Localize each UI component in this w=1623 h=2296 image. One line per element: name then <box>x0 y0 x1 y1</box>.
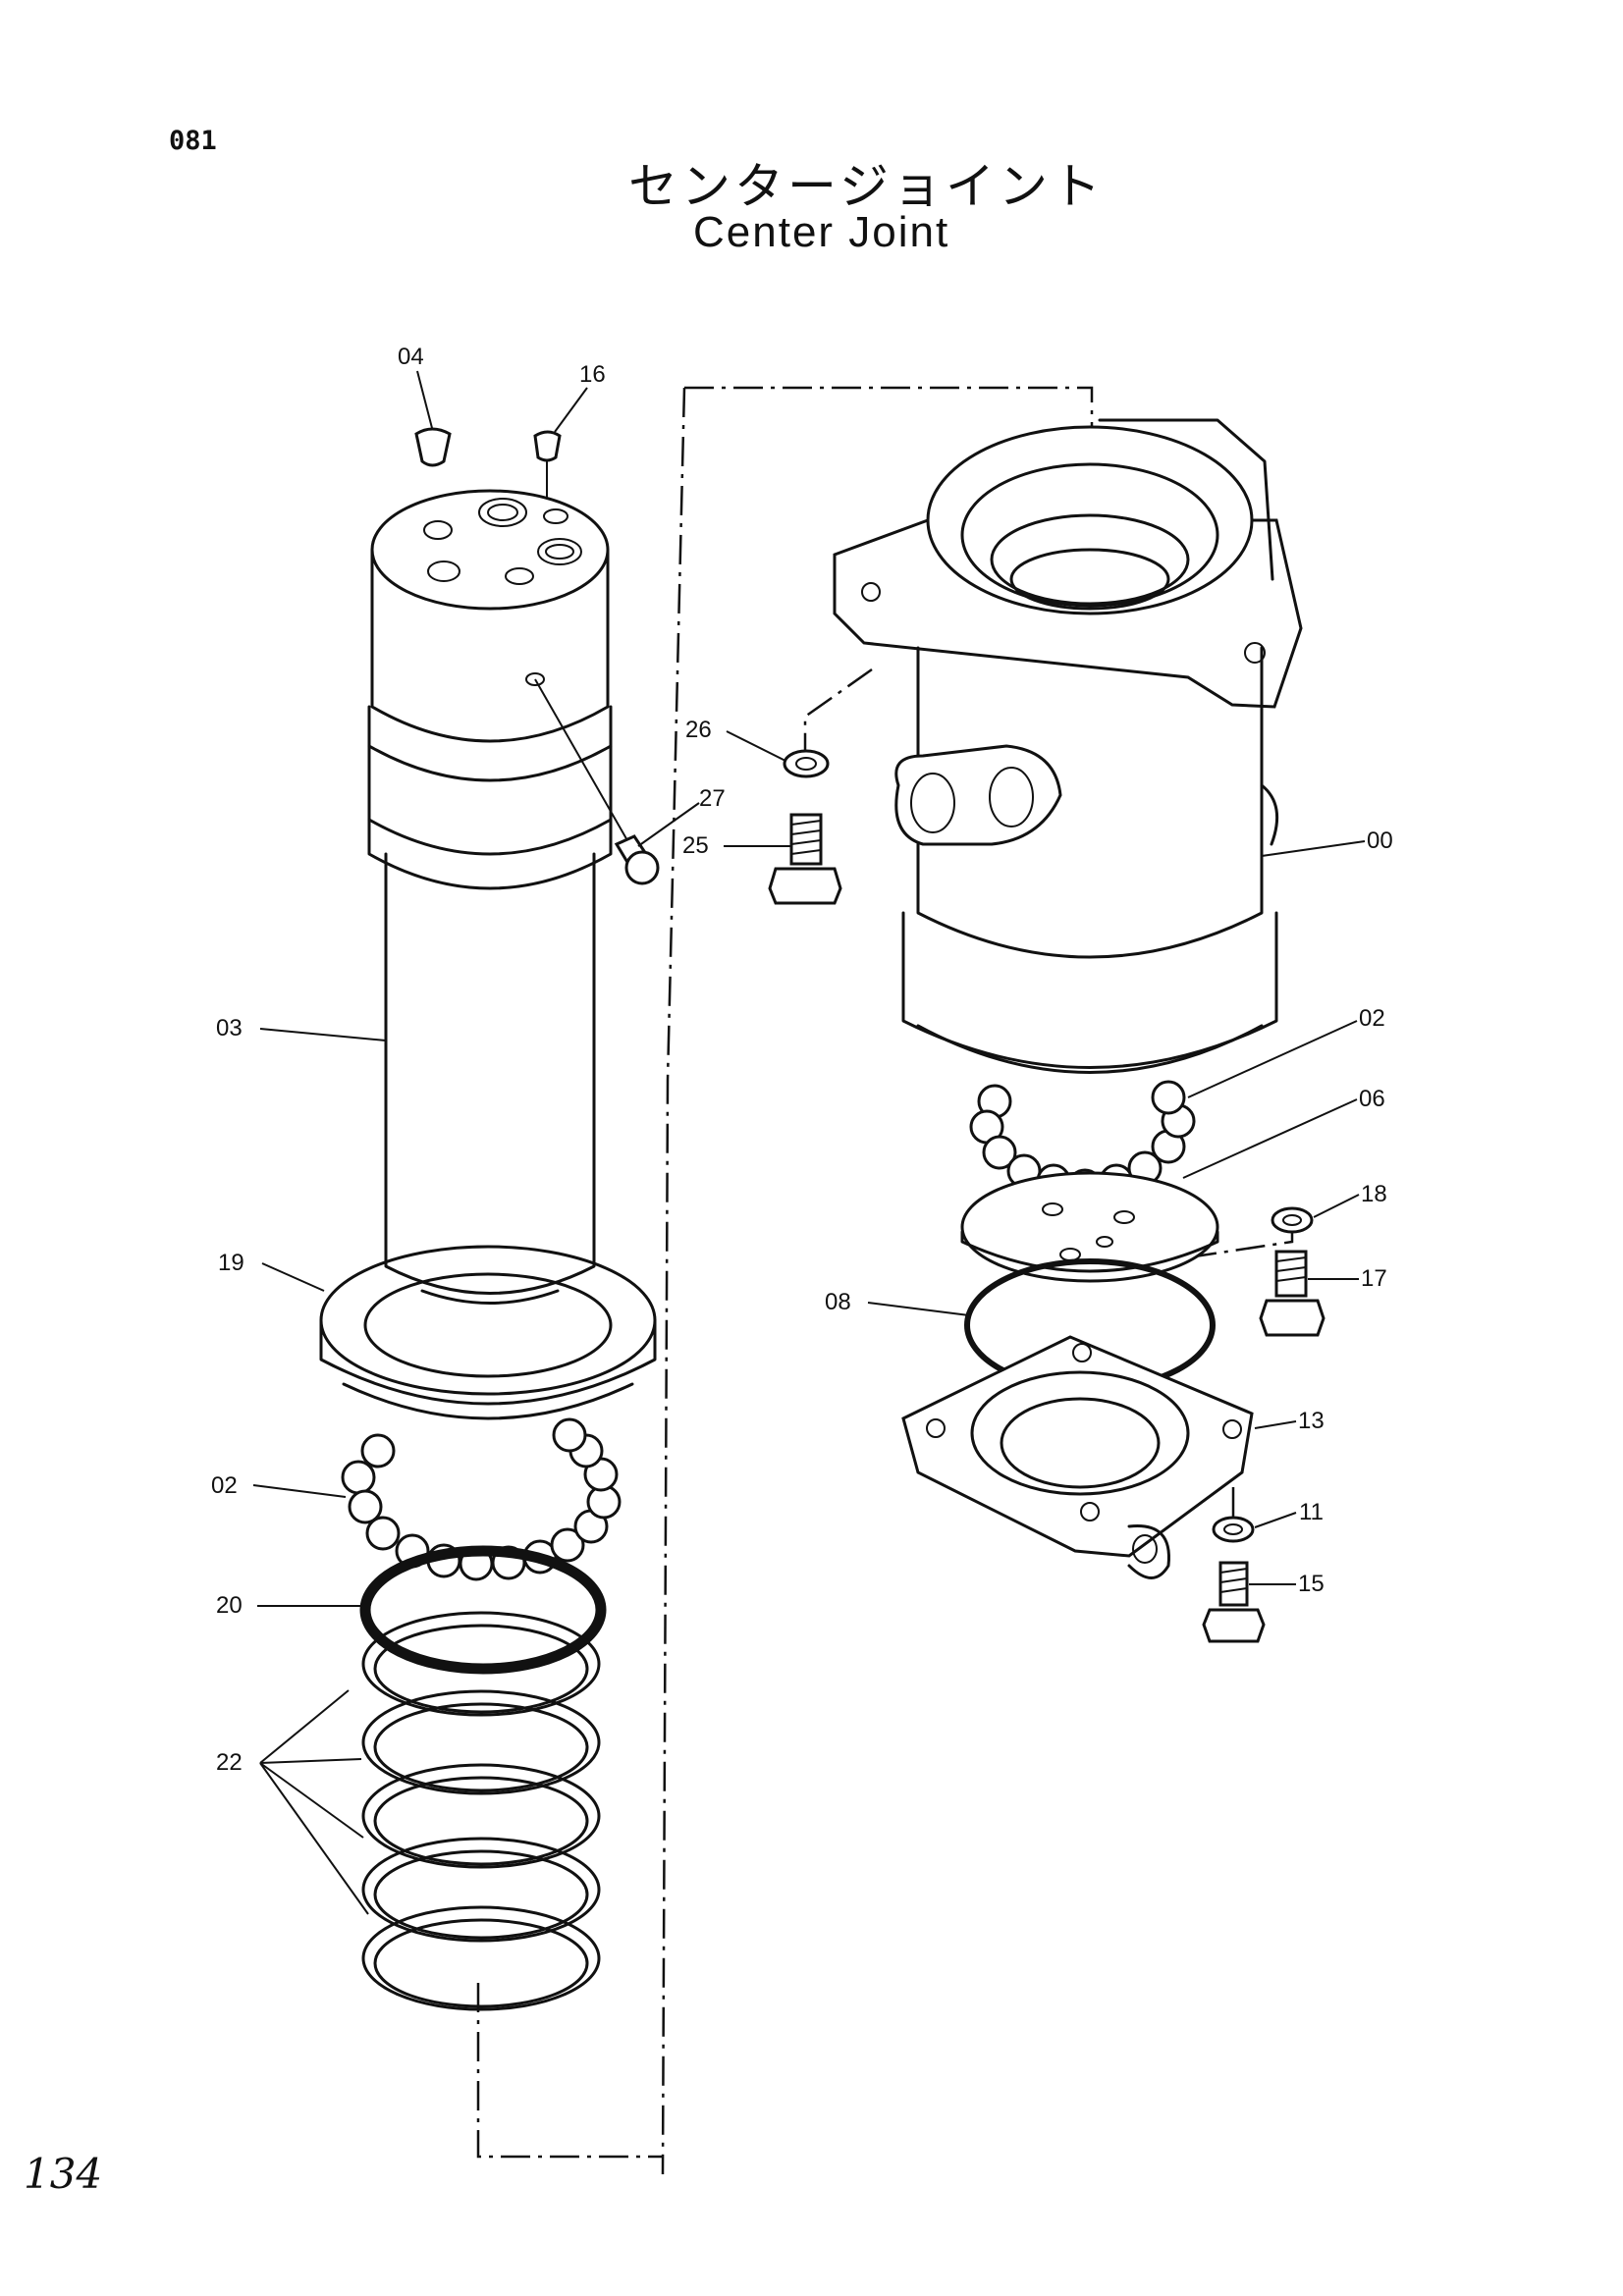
callout-03: 03 <box>216 1015 243 1041</box>
callout-22: 22 <box>216 1749 243 1776</box>
bolt-17 <box>1259 1250 1325 1337</box>
callout-17: 17 <box>1361 1265 1387 1292</box>
washer-11 <box>1212 1516 1255 1543</box>
washer-18 <box>1271 1206 1314 1234</box>
leader-lines <box>252 370 1366 1915</box>
callout-08: 08 <box>825 1289 851 1315</box>
callout-13: 13 <box>1298 1408 1325 1434</box>
assembly-line-center <box>661 387 686 2175</box>
title-japanese: センタージョイント <box>628 158 1105 215</box>
assembly-line-bottom <box>476 1983 663 2159</box>
callout-27: 27 <box>699 785 726 812</box>
page-number: 134 <box>24 2150 103 2198</box>
callout-19: 19 <box>218 1250 244 1276</box>
callout-20: 20 <box>216 1592 243 1619</box>
callout-02-right: 02 <box>1359 1005 1385 1032</box>
balls-02-left <box>341 1417 622 1581</box>
seal-ring-20 <box>359 1545 607 1675</box>
title-english: Center Joint <box>693 208 950 256</box>
callout-15: 15 <box>1298 1571 1325 1597</box>
bearing-ring-19 <box>319 1245 657 1420</box>
end-cover-13 <box>901 1335 1254 1579</box>
bolt-25-axis <box>803 667 873 756</box>
callout-00: 00 <box>1367 828 1393 854</box>
callout-26: 26 <box>685 717 712 743</box>
callout-18: 18 <box>1361 1181 1387 1207</box>
seal-rings-22 <box>361 1611 601 2011</box>
callout-16: 16 <box>579 361 606 388</box>
grease-fitting-27 <box>614 834 660 885</box>
diagram-code: 081 <box>169 126 217 156</box>
callout-11: 11 <box>1299 1499 1324 1525</box>
plug-16 <box>533 430 562 462</box>
spindle-03 <box>367 489 613 1305</box>
bolt-25 <box>768 813 842 905</box>
plug-04 <box>414 427 452 467</box>
washer-26 <box>783 749 830 778</box>
callout-25: 25 <box>682 832 709 859</box>
callout-02-left: 02 <box>211 1472 238 1499</box>
bolt-15 <box>1202 1561 1266 1643</box>
body-00 <box>833 418 1303 1074</box>
cover-06 <box>960 1171 1219 1283</box>
callout-06: 06 <box>1359 1086 1385 1112</box>
callout-04: 04 <box>398 344 424 370</box>
